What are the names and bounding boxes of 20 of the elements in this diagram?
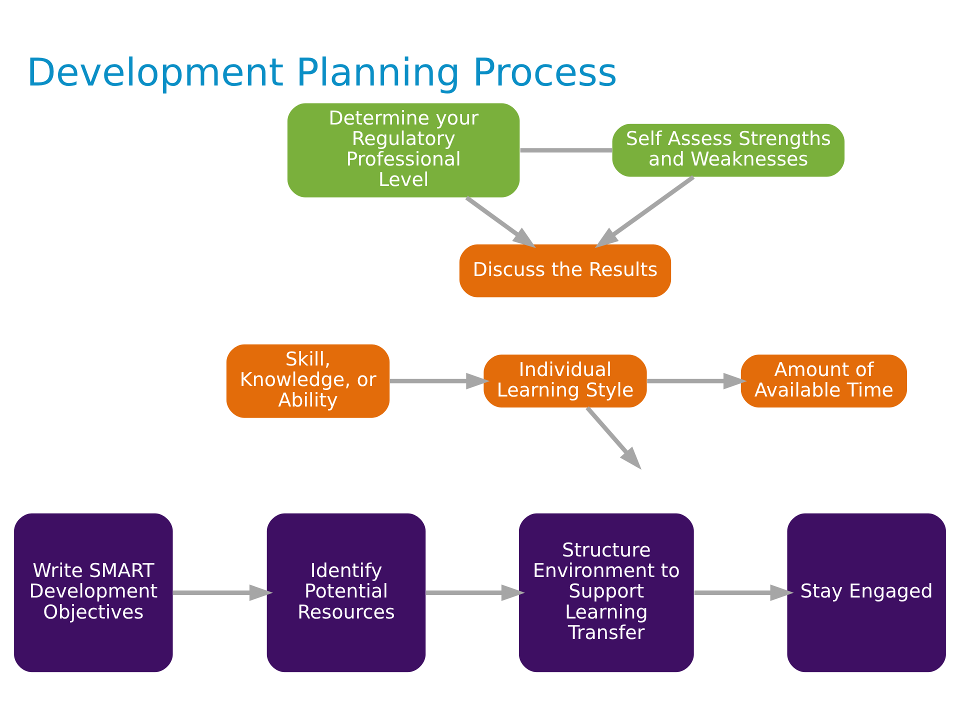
arrow <box>694 584 794 600</box>
node-box: Structure Environment to Support Learning Transfer <box>518 512 694 672</box>
node-box: Write SMART Development Objectives <box>14 512 173 672</box>
arrow <box>586 406 642 470</box>
node-box: Discuss the Results <box>459 244 672 297</box>
arrow <box>426 584 525 600</box>
node-box: Amount of Available Time <box>740 354 907 408</box>
connector <box>520 148 612 152</box>
arrow <box>594 174 695 248</box>
node-box: Skill, Knowledge, or Ability <box>226 344 390 418</box>
arrow <box>465 195 536 248</box>
arrow <box>647 372 748 389</box>
arrow <box>172 584 274 600</box>
node-box: Stay Engaged <box>787 512 946 672</box>
node-box: Identify Potential Resources <box>266 512 426 672</box>
arrow <box>390 372 490 389</box>
node-box: Self Assess Strengths and Weaknesses <box>612 123 845 176</box>
node-box: Determine your Regulatory Professional Level <box>287 102 520 197</box>
node-box: Individual Learning Style <box>484 354 647 408</box>
diagram-title: Development Planning Process <box>26 50 618 95</box>
